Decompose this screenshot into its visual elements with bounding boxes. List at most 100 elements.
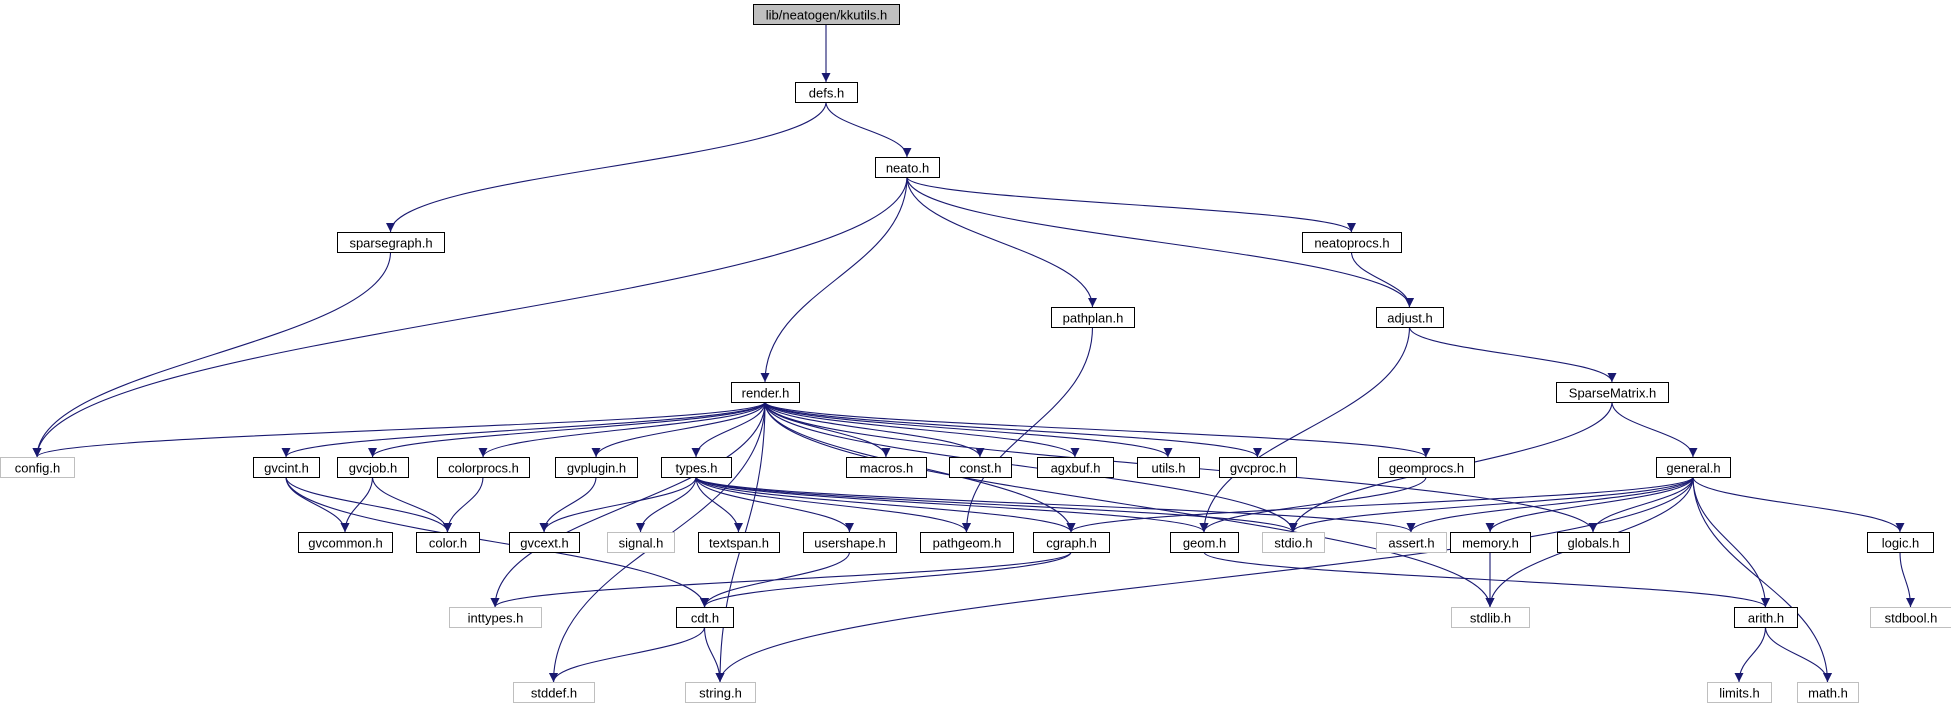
edge-render-to-gvplugin [591, 401, 766, 458]
node-colorprocs[interactable]: colorprocs.h [437, 457, 530, 478]
node-label: textspan.h [709, 536, 769, 551]
node-adjust[interactable]: adjust.h [1376, 307, 1444, 328]
edge-logic-to-stdbool [1899, 551, 1915, 608]
node-stdlib: stdlib.h [1451, 607, 1530, 628]
edge-arith-to-math [1764, 626, 1832, 683]
node-label: gvcint.h [264, 461, 309, 476]
node-label: math.h [1808, 686, 1848, 701]
node-agxbuf[interactable]: agxbuf.h [1037, 457, 1114, 478]
edge-cdt-to-stddef [549, 626, 706, 683]
node-box [0, 457, 75, 478]
node-label: neato.h [886, 161, 929, 176]
node-box [1867, 532, 1934, 553]
edge-render-to-agxbuf [764, 401, 1080, 458]
edge-types-to-cgraph [695, 476, 1076, 533]
node-box [1137, 457, 1200, 478]
node-label: agxbuf.h [1051, 461, 1101, 476]
edge-neato-to-render [760, 176, 908, 383]
node-render[interactable]: render.h [731, 382, 800, 403]
edge-general-to-string [715, 476, 1694, 683]
node-memory[interactable]: memory.h [1450, 532, 1531, 553]
node-macros[interactable]: macros.h [846, 457, 927, 478]
node-box [1033, 532, 1110, 553]
edge-geom-to-arith [1203, 551, 1770, 608]
node-gvcjob[interactable]: gvcjob.h [337, 457, 409, 478]
node-box [1557, 532, 1630, 553]
edge-types-to-assert [695, 476, 1416, 533]
node-arith[interactable]: arith.h [1734, 607, 1798, 628]
edge-general-to-assert [1406, 476, 1694, 533]
edge-geomprocs-to-geom [1199, 476, 1427, 533]
edge-render-to-config [32, 401, 766, 458]
node-gvcint[interactable]: gvcint.h [253, 457, 320, 478]
node-label: neatoprocs.h [1314, 236, 1389, 251]
node-label: adjust.h [1387, 311, 1433, 326]
node-gvplugin[interactable]: gvplugin.h [555, 457, 638, 478]
edge-types-to-textspan [695, 476, 743, 533]
edge-types-to-gvcext [539, 476, 697, 533]
node-box [1707, 682, 1772, 703]
node-neatoprocs[interactable]: neatoprocs.h [1302, 232, 1402, 253]
node-color[interactable]: color.h [416, 532, 480, 553]
node-label: utils.h [1152, 461, 1186, 476]
node-geom[interactable]: geom.h [1170, 532, 1239, 553]
node-box [1797, 682, 1859, 703]
node-box [1302, 232, 1402, 253]
node-label: geomprocs.h [1389, 461, 1464, 476]
node-box [1376, 307, 1444, 328]
node-types[interactable]: types.h [661, 457, 732, 478]
node-math: math.h [1797, 682, 1859, 703]
node-label: stdbool.h [1885, 611, 1938, 626]
node-neato[interactable]: neato.h [875, 157, 940, 178]
node-label: SparseMatrix.h [1569, 386, 1656, 401]
node-textspan[interactable]: textspan.h [698, 532, 780, 553]
edge-defs-to-neato [825, 101, 912, 158]
edge-render-to-types [691, 401, 766, 458]
node-pathplan[interactable]: pathplan.h [1051, 307, 1135, 328]
node-box [661, 457, 732, 478]
edge-general-to-memory [1485, 476, 1694, 533]
node-label: lib/neatogen/kkutils.h [766, 8, 887, 23]
node-label: signal.h [619, 536, 664, 551]
edge-general-to-stdio [1288, 476, 1694, 533]
edge-layer [32, 23, 1915, 683]
node-defs[interactable]: defs.h [795, 82, 858, 103]
node-label: stddef.h [531, 686, 577, 701]
edge-render-to-stdio [764, 401, 1298, 533]
node-string: string.h [685, 682, 756, 703]
node-pathgeom[interactable]: pathgeom.h [920, 532, 1014, 553]
node-label: sparsegraph.h [349, 236, 432, 251]
node-sparsegraph[interactable]: sparsegraph.h [337, 232, 445, 253]
node-kkutils[interactable]: lib/neatogen/kkutils.h [753, 4, 900, 25]
edge-neato-to-adjust [906, 176, 1414, 308]
node-globals[interactable]: globals.h [1557, 532, 1630, 553]
node-usershape[interactable]: usershape.h [803, 532, 897, 553]
node-utils[interactable]: utils.h [1137, 457, 1200, 478]
node-label: gvcproc.h [1230, 461, 1286, 476]
node-general[interactable]: general.h [1656, 457, 1731, 478]
node-box [1219, 457, 1297, 478]
node-logic[interactable]: logic.h [1867, 532, 1934, 553]
node-signal: signal.h [607, 532, 675, 553]
node-label: usershape.h [814, 536, 886, 551]
node-box [1170, 532, 1239, 553]
node-gvcproc[interactable]: gvcproc.h [1219, 457, 1297, 478]
node-label: gvcjob.h [349, 461, 397, 476]
node-const[interactable]: const.h [949, 457, 1012, 478]
node-label: inttypes.h [468, 611, 524, 626]
edge-gvcjob-to-color [371, 476, 452, 533]
node-label: defs.h [809, 86, 844, 101]
edge-general-to-cgraph [1066, 476, 1694, 533]
node-label: color.h [429, 536, 467, 551]
node-cgraph[interactable]: cgraph.h [1033, 532, 1110, 553]
node-sparsematrix[interactable]: SparseMatrix.h [1556, 382, 1669, 403]
node-label: cdt.h [691, 611, 719, 626]
node-label: string.h [699, 686, 742, 701]
node-gvcext[interactable]: gvcext.h [509, 532, 580, 553]
node-box [1376, 532, 1447, 553]
node-geomprocs[interactable]: geomprocs.h [1378, 457, 1475, 478]
edge-arith-to-limits [1734, 626, 1767, 683]
node-gvcommon[interactable]: gvcommon.h [298, 532, 393, 553]
node-box [1870, 607, 1951, 628]
node-cdt[interactable]: cdt.h [676, 607, 734, 628]
